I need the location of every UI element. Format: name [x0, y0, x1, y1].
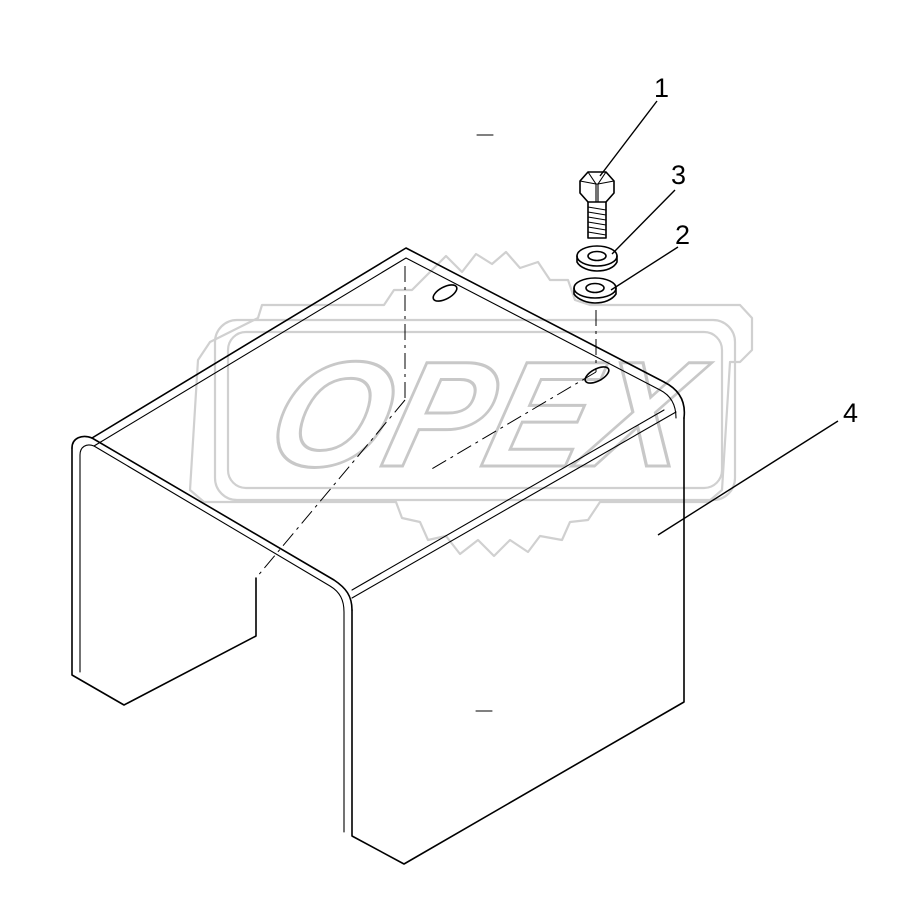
flat-washer-part [573, 277, 617, 304]
flat-washer-icon [573, 277, 617, 299]
callout-4-label: 4 [843, 398, 858, 428]
callout-2-label: 2 [675, 220, 690, 250]
opex-watermark: OPEX [188, 250, 754, 558]
callout-3: 3 [611, 160, 686, 255]
callout-2: 2 [610, 220, 690, 291]
cover-slot-right [584, 366, 610, 384]
callout-4: 4 [657, 398, 858, 536]
watermark-gear-icon [188, 250, 754, 558]
lock-washer-part [576, 245, 618, 272]
cover-top-face [91, 247, 686, 439]
watermark-frame [213, 318, 737, 502]
cover-left-face [71, 447, 257, 706]
watermark-frame-inner [226, 330, 724, 490]
bolt-part [579, 171, 615, 239]
callout-1: 1 [599, 73, 669, 177]
cover-slot-left [432, 284, 458, 302]
watermark-text: OPEX [254, 331, 721, 498]
bolt-head-icon [579, 171, 615, 203]
bolt-threads [587, 206, 607, 236]
cover-front-face [351, 417, 685, 865]
callout-1-label: 1 [654, 73, 669, 103]
cover-part [71, 247, 686, 865]
registration-marks [475, 134, 494, 712]
callout-3-label: 3 [671, 160, 686, 190]
lock-washer-icon [576, 245, 618, 267]
